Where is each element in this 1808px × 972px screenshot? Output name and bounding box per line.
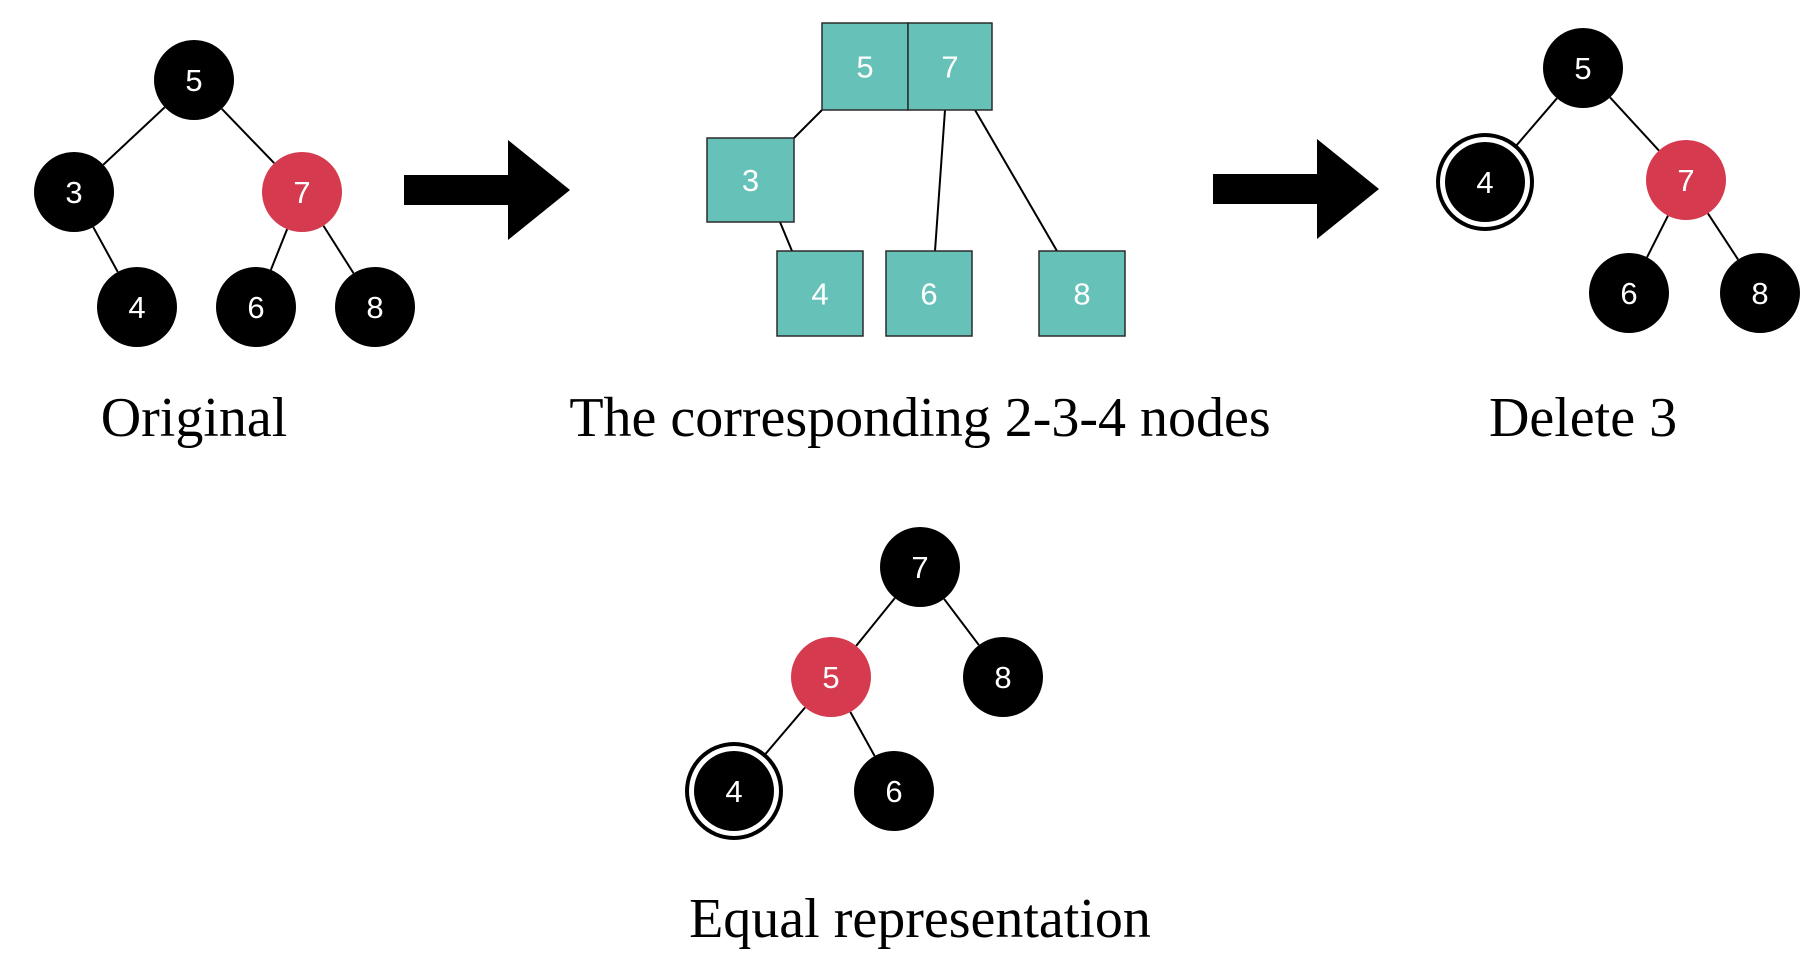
original-node-7-label: 7 — [293, 175, 310, 210]
equal-node-6-label: 6 — [885, 774, 902, 809]
delete3-node-4: 4 — [1436, 133, 1534, 231]
equal-edge-7-8 — [943, 598, 980, 646]
delete3-node-8-circle — [1720, 253, 1800, 333]
original-node-3: 3 — [34, 152, 114, 232]
original-node-6-circle — [216, 267, 296, 347]
equal-node-8-label: 8 — [994, 660, 1011, 695]
equal-node-6: 6 — [854, 751, 934, 831]
original-node-3-label: 3 — [65, 175, 82, 210]
delete3-node-7-circle — [1646, 140, 1726, 220]
two-three-four-box-6: 6 — [885, 250, 973, 337]
two-three-four-box-7: 7 — [907, 22, 993, 111]
two-three-four-edge-7-6 — [934, 109, 946, 252]
nodes-layer: 5 3 7 4 6 8 5 7 3 4 6 8 5 4 7 6 8 7 5 8 4 6 — [34, 22, 1800, 840]
right-arrow-icon — [404, 140, 570, 240]
two-three-four-box-8-label: 8 — [1073, 277, 1090, 312]
original-node-4: 4 — [97, 267, 177, 347]
two-three-four-box-4-label: 4 — [811, 277, 828, 312]
equal-node-8-circle — [963, 637, 1043, 717]
delete3-node-8: 8 — [1720, 253, 1800, 333]
original-node-4-circle — [97, 267, 177, 347]
equal-node-4-label: 4 — [725, 774, 742, 809]
caption-equal: Equal representation — [689, 888, 1151, 950]
equal-node-7-circle — [880, 527, 960, 607]
equal-edge-7-5 — [855, 597, 896, 647]
original-node-7-circle — [262, 152, 342, 232]
original-edge-5-7 — [221, 108, 275, 164]
two-three-four-box-5: 5 — [821, 22, 909, 111]
equal-node-8: 8 — [963, 637, 1043, 717]
delete3-node-4-label: 4 — [1476, 165, 1493, 200]
delete3-node-5-label: 5 — [1574, 51, 1591, 86]
original-node-8: 8 — [335, 267, 415, 347]
two-three-four-box-4: 4 — [776, 250, 864, 337]
edges-layer — [92, 96, 1739, 762]
two-three-four-box-3-rect — [706, 137, 795, 223]
two-three-four-box-7-rect — [907, 22, 993, 111]
two-three-four-box-7-label: 7 — [941, 50, 958, 85]
original-node-5: 5 — [154, 40, 234, 120]
two-three-four-box-6-rect — [885, 250, 973, 337]
delete3-node-7: 7 — [1646, 140, 1726, 220]
original-edge-7-8 — [322, 225, 355, 274]
two-three-four-box-3-label: 3 — [742, 163, 759, 198]
original-node-3-circle — [34, 152, 114, 232]
original-node-5-circle — [154, 40, 234, 120]
delete3-node-5: 5 — [1543, 28, 1623, 108]
two-three-four-edge-5-3 — [793, 109, 823, 139]
original-edge-5-3 — [102, 106, 166, 166]
caption-delete: Delete 3 — [1489, 387, 1677, 449]
delete3-node-6: 6 — [1589, 253, 1669, 333]
equal-node-6-circle — [854, 751, 934, 831]
right-arrow-icon — [1213, 139, 1379, 239]
two-three-four-box-6-label: 6 — [920, 277, 937, 312]
equal-node-7-label: 7 — [911, 550, 928, 585]
original-node-6: 6 — [216, 267, 296, 347]
two-three-four-box-5-label: 5 — [856, 50, 873, 85]
two-three-four-box-8-rect — [1038, 250, 1126, 337]
two-three-four-edge-7-8 — [974, 109, 1058, 252]
delete3-edge-5-7 — [1609, 96, 1660, 152]
delete3-node-4-circle — [1445, 142, 1525, 222]
delete3-node-7-label: 7 — [1677, 163, 1694, 198]
equal-node-7: 7 — [880, 527, 960, 607]
original-edge-3-4 — [92, 226, 119, 273]
equal-edge-5-4 — [759, 706, 806, 762]
equal-node-5-circle — [791, 637, 871, 717]
caption-original: Original — [101, 387, 288, 449]
equal-node-4: 4 — [685, 742, 783, 840]
delete3-edge-5-4 — [1510, 97, 1558, 153]
original-node-6-label: 6 — [247, 290, 264, 325]
two-three-four-box-5-rect — [821, 22, 909, 111]
caption-corresponding: The corresponding 2-3-4 nodes — [569, 387, 1270, 449]
delete3-edge-7-8 — [1707, 212, 1739, 261]
original-node-5-label: 5 — [185, 63, 202, 98]
equal-node-4-circle — [694, 751, 774, 831]
delete3-node-8-label: 8 — [1751, 276, 1768, 311]
two-three-four-edge-3-4 — [779, 221, 793, 252]
equal-node-5-label: 5 — [822, 660, 839, 695]
delete3-edge-7-6 — [1646, 215, 1669, 258]
original-node-4-label: 4 — [128, 290, 145, 325]
delete3-node-6-label: 6 — [1620, 276, 1637, 311]
original-edge-7-6 — [269, 228, 289, 271]
original-node-8-label: 8 — [366, 290, 383, 325]
delete3-node-5-circle — [1543, 28, 1623, 108]
two-three-four-box-3: 3 — [706, 137, 795, 223]
delete3-node-6-circle — [1589, 253, 1669, 333]
equal-edge-5-6 — [849, 711, 876, 757]
original-node-7: 7 — [262, 152, 342, 232]
two-three-four-box-4-rect — [776, 250, 864, 337]
arrows-layer — [404, 139, 1379, 240]
original-node-8-circle — [335, 267, 415, 347]
two-three-four-box-8: 8 — [1038, 250, 1126, 337]
equal-node-5: 5 — [791, 637, 871, 717]
